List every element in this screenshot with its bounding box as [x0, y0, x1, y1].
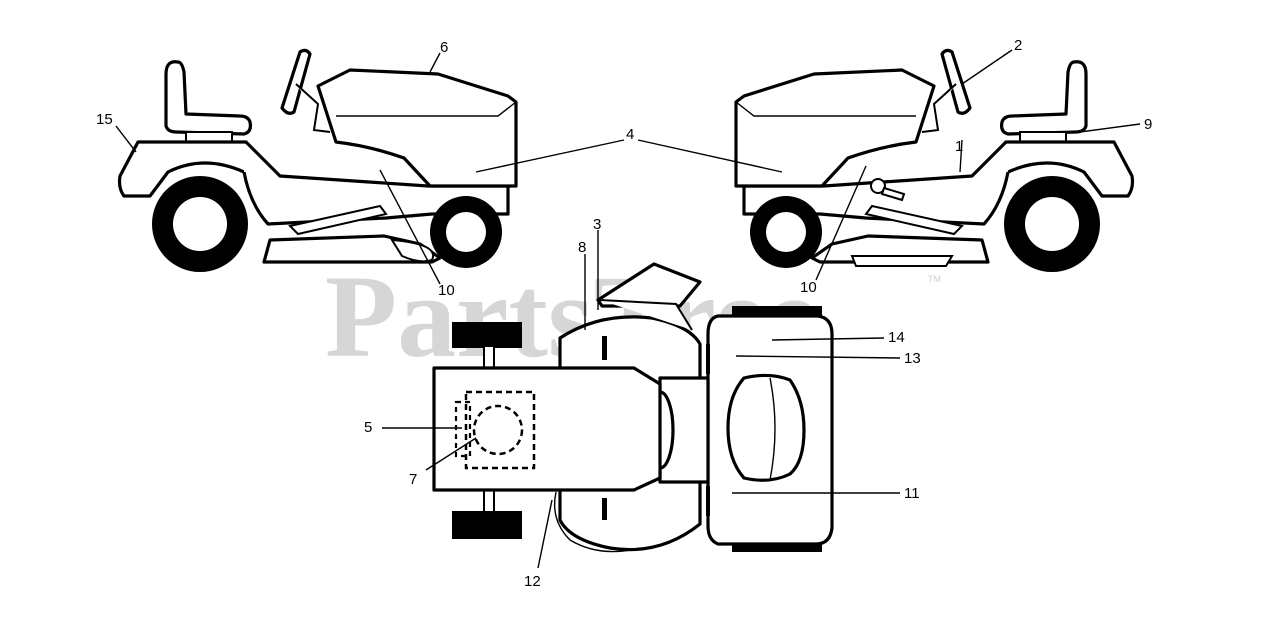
hood-right — [734, 68, 936, 188]
decal-area-dashed-circle — [472, 404, 524, 456]
callout-8: 8 — [578, 239, 586, 256]
callout-10-right: 10 — [800, 279, 817, 296]
front-axle-lower — [483, 489, 495, 513]
callout-13: 13 — [904, 350, 921, 367]
steering-wheel-left — [280, 48, 312, 115]
decal-area-dashed-rect — [464, 390, 536, 470]
leader-7 — [425, 437, 477, 471]
leader-1 — [959, 139, 963, 173]
hood-line-left — [336, 101, 517, 117]
leader-2 — [961, 49, 1013, 85]
callout-2: 2 — [1014, 37, 1022, 54]
hood-top — [432, 366, 662, 492]
rear-wheel-hub-left — [173, 197, 227, 251]
watermark-tm: TM — [928, 274, 941, 284]
tractor-right-side-view — [734, 48, 1135, 272]
front-axle-upper — [483, 345, 495, 369]
deck-marker-lower — [602, 498, 607, 520]
front-wheel-top-upper — [452, 322, 522, 348]
callout-labels: 1 2 3 4 5 6 7 8 9 10 10 11 12 13 14 15 — [96, 37, 1152, 590]
front-wheel-hub-right — [766, 212, 806, 252]
deck-lift-arm-right — [864, 204, 964, 236]
callout-11: 11 — [904, 485, 920, 502]
steering-column-left — [295, 83, 331, 133]
leader-lines — [115, 49, 1141, 569]
callout-7: 7 — [409, 471, 417, 488]
callout-9: 9 — [1144, 116, 1152, 133]
callout-14: 14 — [888, 329, 905, 346]
callout-15: 15 — [96, 111, 113, 128]
callout-6: 6 — [440, 39, 448, 56]
steering-column-right — [921, 83, 957, 133]
chute-edge-top — [599, 299, 693, 331]
leader-13 — [735, 355, 901, 359]
leader-6 — [429, 52, 441, 73]
deck-lift-arm-left — [288, 204, 388, 236]
steering-wheel-right — [940, 48, 972, 115]
rear-wheel-hub-right — [1025, 197, 1079, 251]
leader-15 — [115, 125, 137, 153]
discharge-chute-left — [390, 238, 435, 263]
front-wheel-hub-left — [446, 212, 486, 252]
front-wheel-top-lower — [452, 511, 522, 539]
callout-10-left: 10 — [438, 282, 455, 299]
leader-4-left — [475, 139, 625, 173]
callout-3: 3 — [593, 216, 601, 233]
mulch-hose-top — [553, 491, 641, 553]
decal-bar-13 — [706, 344, 710, 374]
seat-back-top — [769, 377, 776, 481]
leader-10-left — [379, 169, 441, 285]
tractor-left-side-view — [117, 48, 518, 272]
decal-bar-11 — [706, 486, 710, 516]
ignition-key-icon — [870, 178, 906, 202]
decal-area-dashed-side — [454, 400, 472, 458]
leader-10-right — [815, 165, 867, 281]
seat-top — [726, 373, 806, 482]
callout-1: 1 — [955, 138, 963, 155]
leader-14 — [771, 337, 885, 341]
leader-12 — [537, 499, 553, 569]
deck-marker-upper — [602, 336, 607, 360]
hood-line-right — [735, 101, 916, 117]
hood-left — [316, 68, 518, 188]
leader-4-right — [637, 139, 783, 173]
callout-4: 4 — [626, 126, 634, 143]
callout-5: 5 — [364, 419, 372, 436]
callout-12: 12 — [524, 573, 541, 590]
seat-left — [164, 60, 252, 136]
seat-right — [1000, 60, 1088, 136]
tractor-top-view — [432, 262, 834, 553]
discharge-chute-top — [596, 262, 702, 308]
leader-9 — [1079, 123, 1141, 133]
deck-skirt-right — [850, 255, 954, 267]
